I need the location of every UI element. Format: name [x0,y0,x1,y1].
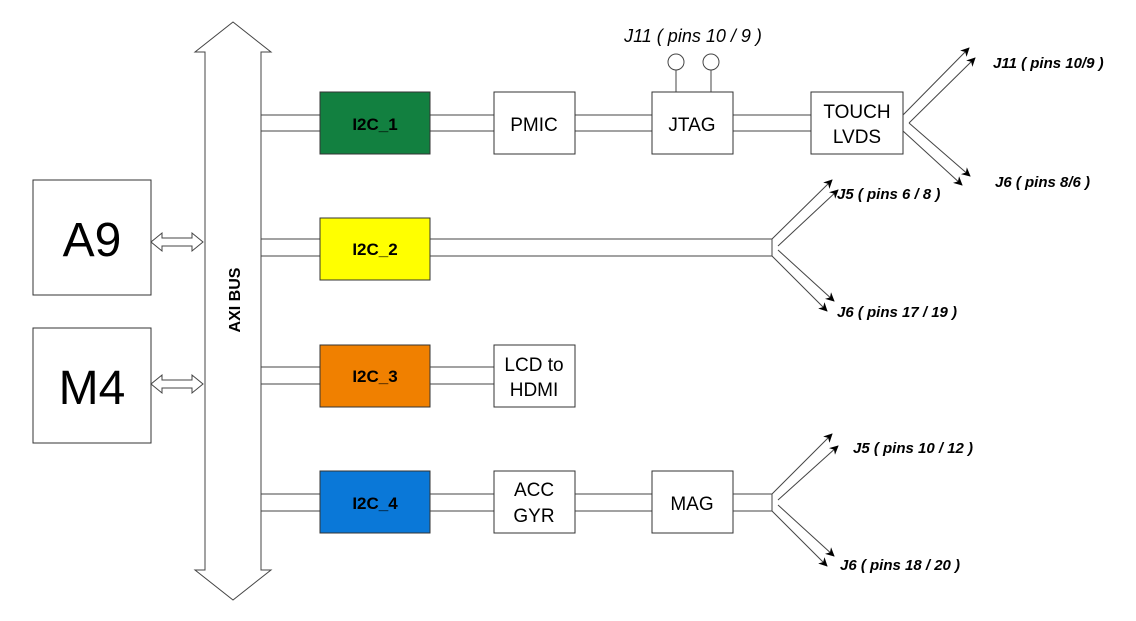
a9-core-label: A9 [63,214,122,267]
i2c3-block [319,344,431,408]
i2c1-label: I2C_1 [352,115,397,134]
i2c4-j6-label: J6 ( pins 18 / 20 ) [840,557,960,574]
hdmi-label: HDMI [510,380,559,401]
touch-label: TOUCH [823,102,890,123]
touch-j6-label: J6 ( pins 8/6 ) [995,174,1090,191]
m4-core-box [32,327,152,444]
i2c4-block [319,470,431,534]
mag-label: MAG [670,494,713,515]
touch-lvds-box [810,91,904,155]
pmic-box [493,91,576,155]
lvds-label: LVDS [833,127,881,148]
acc-label: ACC [514,480,554,501]
i2c2-j6-label: J6 ( pins 17 / 19 ) [837,304,957,321]
lcd-hdmi-box [493,344,576,408]
m4-core-label: M4 [59,362,126,415]
axi-bus-label: AXI BUS [227,267,244,332]
jtag-pins-label: J11 ( pins 10 / 9 ) [623,26,762,46]
pmic-label: PMIC [510,115,558,136]
i2c1-block [319,91,431,155]
i2c3-label: I2C_3 [352,367,397,386]
m4-bus-arrow [150,373,204,395]
i2c1-row: I2C_1 PMIC JTAG J11 ( pins 10 / 9 ) TOUC… [261,26,1104,191]
gyr-label: GYR [513,506,554,527]
i2c4-j5-label: J5 ( pins 10 / 12 ) [853,440,973,457]
i2c3-row: I2C_3 LCD to HDMI [261,344,576,408]
i2c2-block [319,217,431,281]
acc-gyr-box [493,470,576,534]
a9-core-box [32,179,152,296]
lcd-label: LCD to [504,355,563,376]
jtag-box [651,91,734,155]
mag-box [651,470,734,534]
touch-j11-label: J11 ( pins 10/9 ) [993,55,1104,72]
i2c2-label: I2C_2 [352,240,397,259]
i2c2-row: I2C_2 J5 ( pins 6 / 8 ) J6 ( pins 17 / 1… [261,179,957,321]
jtag-pin-10 [667,53,685,71]
i2c4-label: I2C_4 [352,494,398,513]
jtag-pin-9 [702,53,720,71]
i2c2-j5-label: J5 ( pins 6 / 8 ) [837,186,940,203]
i2c4-row: I2C_4 ACC GYR MAG J5 ( pins 10 / 12 ) J6… [261,433,973,574]
a9-bus-arrow [150,231,204,253]
axi-bus [193,21,273,601]
jtag-label: JTAG [668,115,715,136]
